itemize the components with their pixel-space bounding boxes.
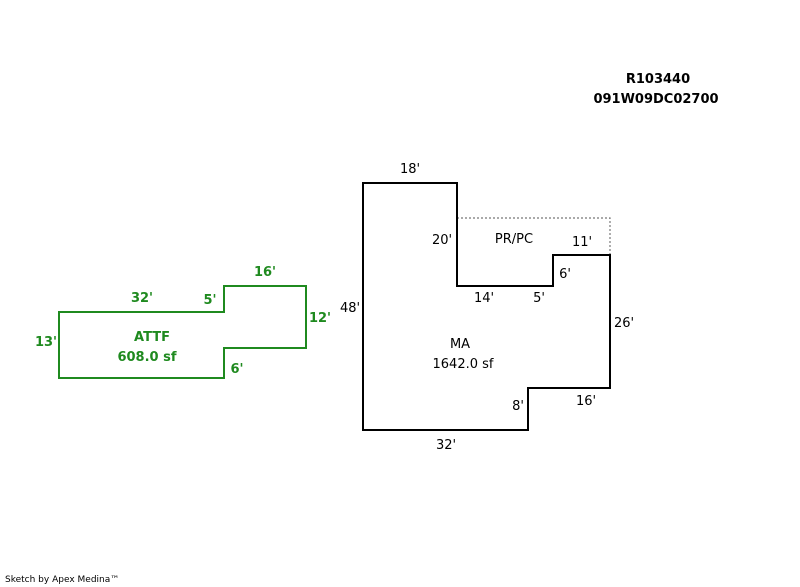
- attf-dim-right: 12': [309, 311, 331, 326]
- attf-dim-top: 32': [131, 291, 153, 306]
- sketch-credit: Sketch by Apex Medina™: [5, 575, 120, 585]
- attf-dim-step: 5': [203, 293, 216, 308]
- ma-dim-step: 8': [512, 399, 524, 414]
- record-id: R103440: [626, 72, 690, 87]
- ma-dim-left: 48': [340, 301, 360, 316]
- ma-dim-inner-bottom: 14': [474, 291, 494, 306]
- attf-dim-upper-top: 16': [254, 265, 276, 280]
- ma-dim-notch-top: 11': [572, 235, 592, 250]
- ma-name: MA: [450, 337, 470, 352]
- ma-dim-notch-bottom: 5': [533, 291, 545, 306]
- ma-outline: [362, 182, 611, 431]
- ma-dim-right-bottom: 16': [576, 394, 596, 409]
- attf-dim-left: 13': [35, 335, 57, 350]
- attf-dim-lower-step: 6': [230, 362, 243, 377]
- porch-label: PR/PC: [495, 232, 533, 247]
- attf-name: ATTF: [134, 330, 170, 345]
- ma-dim-top: 18': [400, 162, 420, 177]
- ma-dim-right: 26': [614, 316, 634, 331]
- ma-dim-step-down: 20': [432, 233, 452, 248]
- ma-dim-notch-side: 6': [559, 267, 571, 282]
- ma-area: 1642.0 sf: [433, 357, 494, 372]
- parcel-id: 091W09DC02700: [593, 92, 718, 107]
- porch-outline: [457, 217, 611, 255]
- attf-area: 608.0 sf: [117, 350, 176, 365]
- ma-dim-bottom: 32': [436, 438, 456, 453]
- attf-outline: [58, 285, 307, 379]
